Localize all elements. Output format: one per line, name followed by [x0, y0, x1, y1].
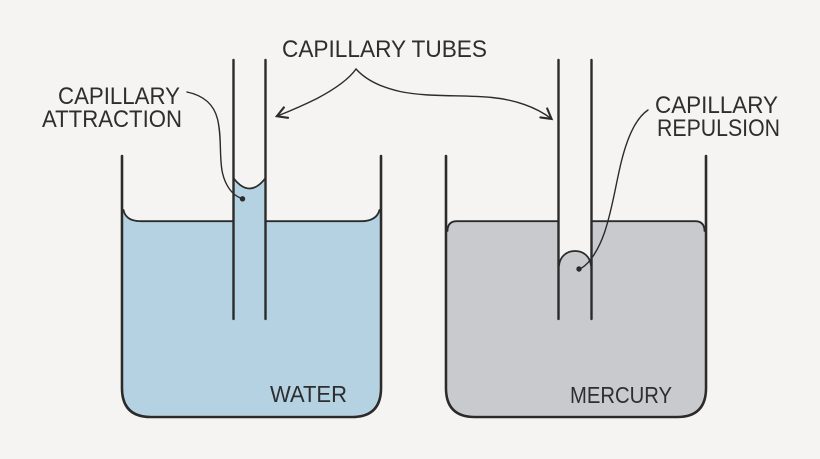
repulsion-pointer-dot: [576, 266, 582, 272]
attraction-leader-line: [186, 91, 242, 199]
mercury-beaker: MERCURY: [444, 58, 708, 419]
water-beaker-outline: [120, 154, 383, 419]
tubes-leader-left-arrow: [274, 68, 357, 119]
water-beaker: WATER: [120, 58, 383, 419]
capillary-repulsion-label-line1: CAPILLARY: [655, 92, 778, 119]
tubes-leader-right-arrow: [355, 68, 554, 121]
water-surface-line-right: [265, 209, 381, 223]
mercury-surface-line-right: [590, 220, 706, 232]
water-column-in-tube: [234, 179, 265, 224]
capillary-attraction-label-line2: ATTRACTION: [42, 106, 182, 133]
mercury-beaker-outline: [444, 154, 708, 419]
mercury-fill: [447, 221, 705, 416]
water-meniscus-line: [232, 177, 267, 190]
capillary-repulsion-label: CAPILLARY REPULSION: [655, 92, 780, 142]
capillary-repulsion-label-line2: REPULSION: [657, 115, 780, 142]
mercury-surface-line-left: [446, 220, 560, 232]
water-label: WATER: [270, 381, 347, 407]
capillary-attraction-label-line1: CAPILLARY: [58, 83, 180, 110]
mercury-label: MERCURY: [570, 382, 672, 408]
attraction-pointer-dot: [239, 196, 246, 202]
capillary-tubes-label: CAPILLARY TUBES: [282, 36, 487, 63]
repulsion-leader-line: [580, 109, 649, 269]
capillary-attraction-label: CAPILLARY ATTRACTION: [42, 83, 182, 133]
water-surface-line-left: [122, 209, 234, 223]
water-fill: [123, 210, 380, 416]
mercury-meniscus-dome: [558, 250, 592, 267]
